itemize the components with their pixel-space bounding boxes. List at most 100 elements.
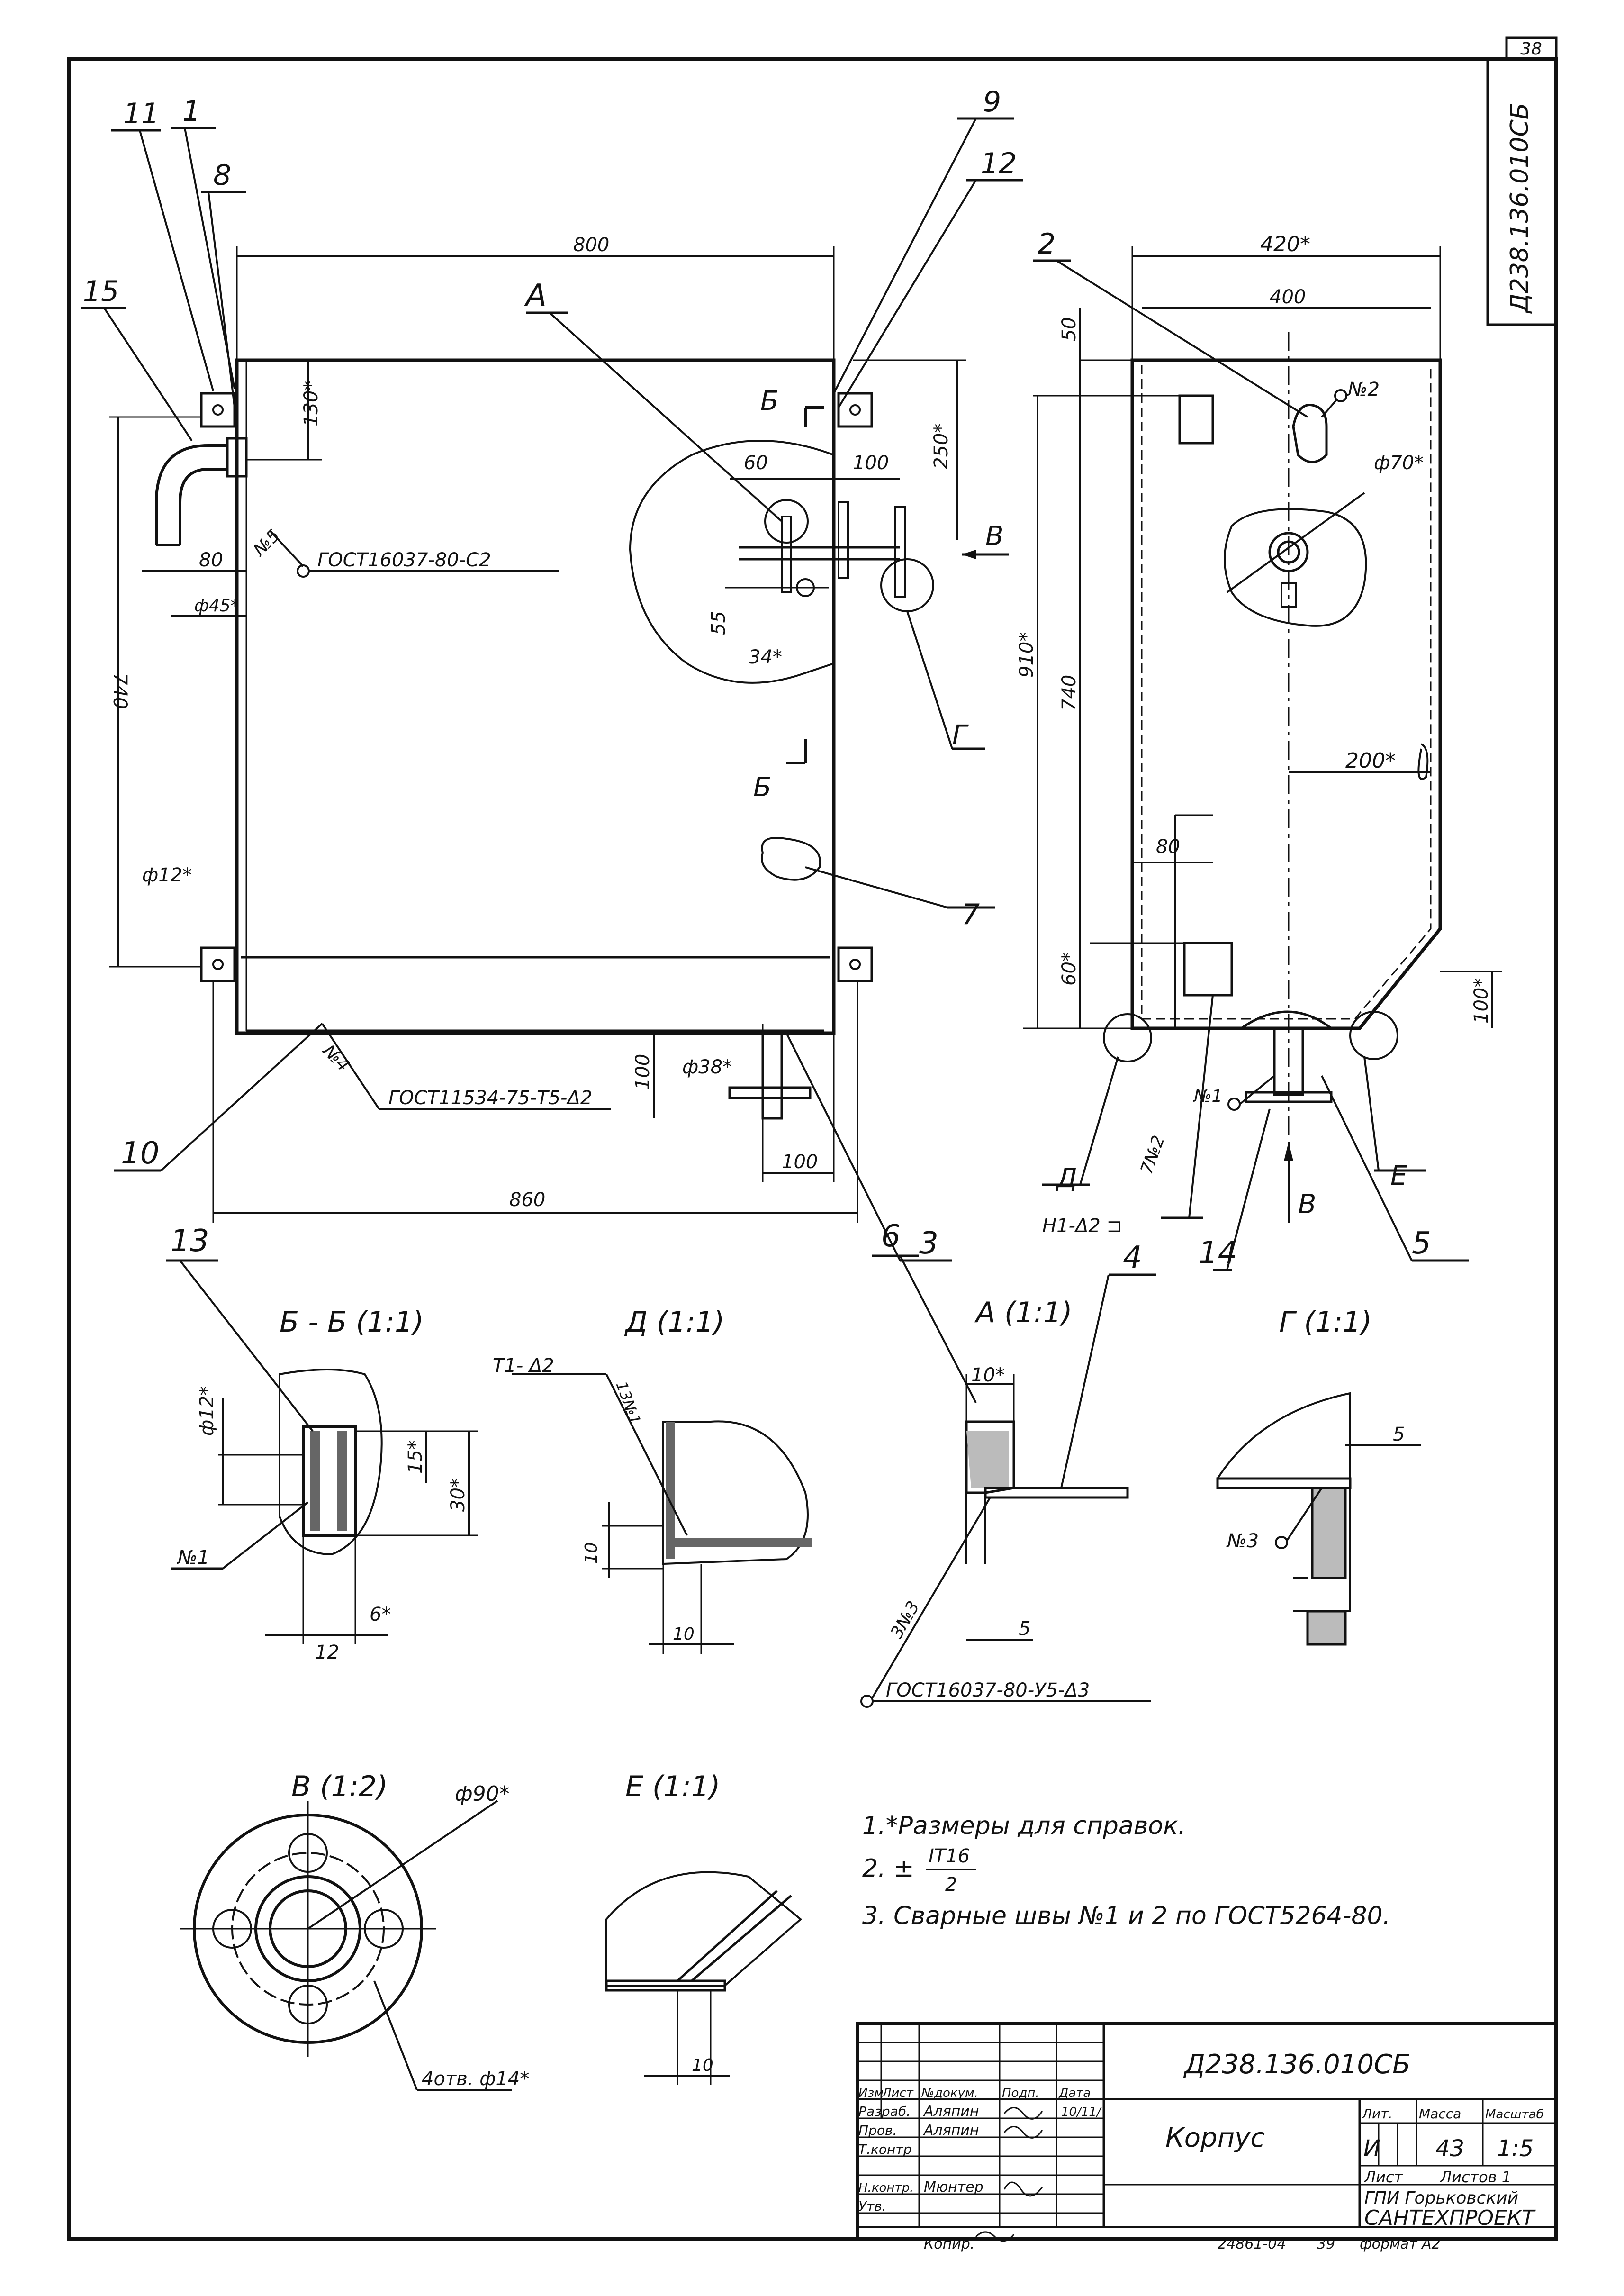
v-dim-d90: ф90* [455,1782,510,1806]
title-block [856,2022,1558,2241]
tb-col-doc: №докум. [920,2086,978,2100]
bb-dim-d12: ф12* [196,1386,218,1436]
callout-12: 12 [981,147,1017,180]
tb-razrab-name: Аляпин [923,2103,979,2120]
weld-5-standard: ГОСТ16037-80-С2 [317,549,491,571]
g-weld: №3 [1226,1530,1259,1552]
dim-d70: ф70* [1374,452,1424,474]
d-dim-10a: 10 [582,1542,601,1564]
tb-format: формат А2 [1360,2236,1441,2252]
section-d [512,1373,812,1654]
tb-nkontr-name: Мюнтер [924,2179,983,2196]
view-label-g: Г [952,720,969,751]
tb-footer-sheet: 39 [1317,2236,1335,2252]
section-a [860,1254,1156,1708]
callout-8: 8 [213,159,231,192]
section-bb [166,1259,478,1644]
vertical-doc-code: Д238.136.010СБ [1506,103,1534,314]
weld-4-label: №4 [318,1041,353,1075]
d-dim-10b: 10 [673,1624,695,1644]
tb-kopir: Копир. [924,2236,974,2252]
tb-col-izm: Изм [858,2086,884,2100]
tb-role-nkontr: Н.контр. [858,2181,913,2195]
dim-55: 55 [708,611,730,635]
dim-200: 200* [1345,749,1396,773]
callout-13: 13 [171,1224,209,1259]
dim-60-side: 60* [1058,952,1080,986]
e-dim-10: 10 [692,2056,713,2075]
tb-role-razrab: Разраб. [858,2104,911,2119]
view-label-v-side: В [1298,1189,1316,1220]
callout-7: 7 [962,898,980,931]
callout-2: 2 [1038,227,1056,261]
tb-col-list: Лист [882,2086,914,2100]
tb-code: Д238.136.010СБ [1183,2049,1411,2080]
tb-lit: И [1363,2135,1380,2162]
dim-740-front: 740 [109,673,131,709]
callout-10: 10 [121,1136,159,1171]
tb-org-2: САНТЕХПРОЕКТ [1364,2206,1536,2230]
section-d-title: Д (1:1) [624,1306,724,1339]
dim-130: 130* [300,381,322,427]
view-e-title: Е (1:1) [625,1770,720,1803]
callout-3: 3 [919,1226,938,1261]
callout-9: 9 [983,85,1001,118]
tb-mass: 43 [1435,2135,1464,2162]
view-v-title: В (1:2) [291,1770,388,1803]
section-bb-title: Б - Б (1:1) [280,1306,424,1339]
a-dim-5: 5 [1019,1618,1030,1640]
dim-d45: ф45* [194,596,239,616]
view-label-a: А [524,278,547,313]
view-label-v: В [985,521,1003,552]
callout-15: 15 [83,275,119,308]
weld-standard-side: Н1-Δ2 ⊐ [1042,1215,1122,1237]
tb-scale-header: Масштаб [1485,2107,1544,2122]
dim-60: 60 [744,452,768,474]
page-number: 38 [1520,39,1542,59]
callout-14: 14 [1199,1235,1237,1271]
d-weld-2: 13№1 [612,1379,644,1427]
dim-250: 250* [930,424,952,469]
dim-100-bottom: 100 [782,1151,818,1173]
tb-date: 10/11/ [1061,2105,1102,2119]
tb-sheets-header: Листов 1 [1440,2168,1511,2186]
note-2-prefix: 2. ± [862,1854,914,1883]
dim-80-side: 80 [1156,836,1180,858]
dim-400: 400 [1270,286,1306,308]
d-weld-mark: Т1- Δ2 [493,1355,554,1377]
tb-prov-name: Аляпин [923,2122,979,2139]
tb-col-date: Дата [1058,2086,1091,2100]
tb-role-tkontr: Т.контр [858,2142,911,2157]
front-leaders [81,117,1023,1262]
bb-dim-6: 6* [370,1604,391,1625]
tb-role-prov: Пров. [858,2123,897,2138]
dim-80-front: 80 [199,549,223,571]
notes: 1.*Размеры для справок. 2. ± IT16 2 3. С… [862,1812,1390,1930]
tb-lit-header: Лит. [1362,2106,1392,2122]
weld-1-label: №1 [1193,1087,1222,1106]
dim-50: 50 [1058,317,1080,341]
callout-1: 1 [182,95,200,128]
view-label-e-side: Е [1390,1161,1407,1191]
callout-5: 5 [1412,1226,1431,1261]
dim-d38: ф38* [682,1056,732,1078]
bb-dim-30: 30* [447,1478,469,1512]
note-3: 3. Сварные швы №1 и 2 по ГОСТ5264-80. [862,1902,1390,1930]
dim-420: 420* [1260,232,1310,256]
weld-5-label: №5 [249,526,284,561]
a-dim-10: 10* [971,1364,1005,1386]
weld-4-standard: ГОСТ11534-75-Т5-Δ2 [388,1087,592,1109]
dim-34: 34* [749,646,782,668]
note-1: 1.*Размеры для справок. [862,1812,1186,1840]
dim-100-pipe: 100 [632,1054,654,1090]
dim-740-side: 740 [1058,675,1080,711]
bb-weld: №1 [177,1547,209,1569]
weld-2-label: №2 [1347,379,1380,400]
callout-4: 4 [1123,1240,1142,1275]
dim-100-side: 100* [1471,978,1492,1024]
dim-800: 800 [573,234,609,256]
dim-d12-front: ф12* [142,864,192,886]
g-dim-5: 5 [1393,1424,1405,1445]
bb-dim-12: 12 [315,1642,339,1663]
